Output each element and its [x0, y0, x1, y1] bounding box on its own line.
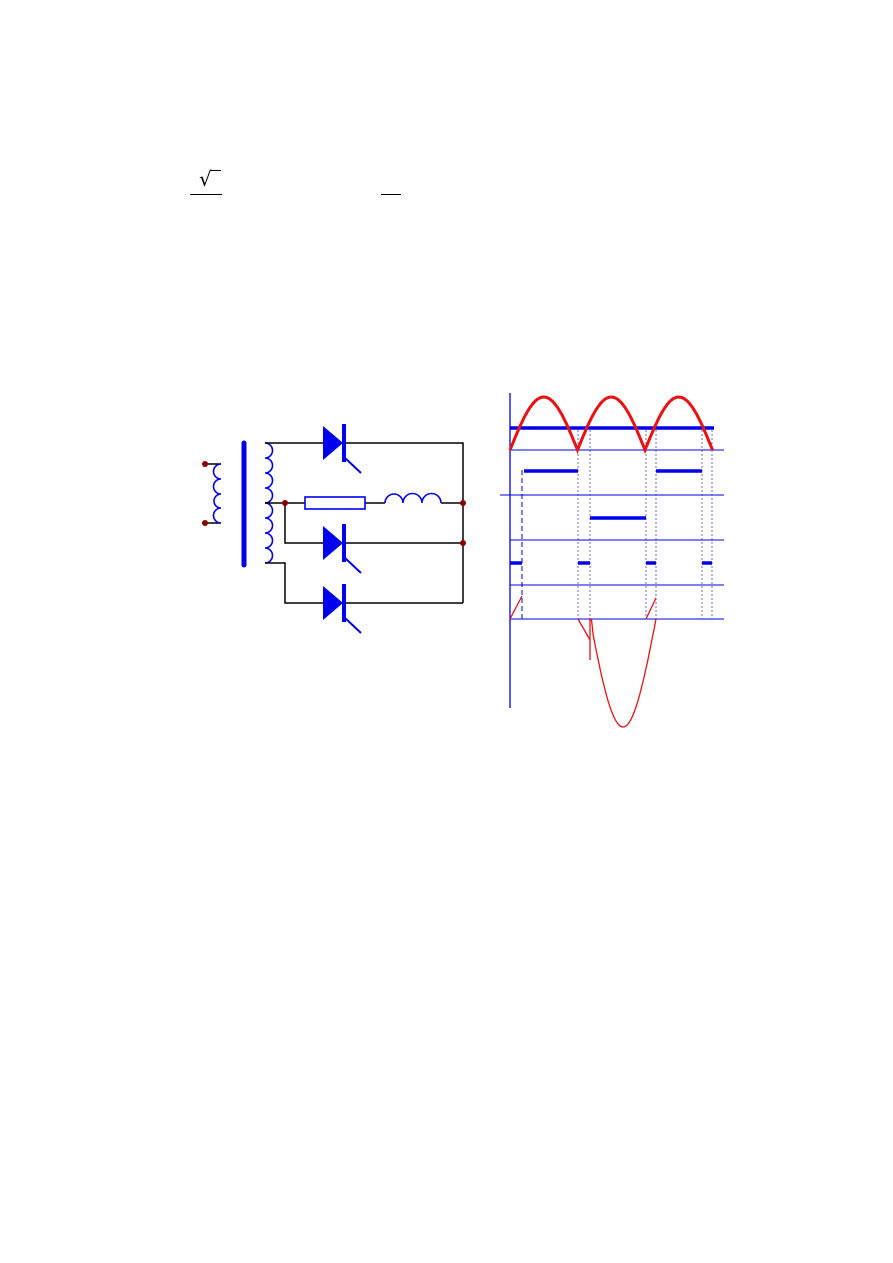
output-node-2	[460, 540, 466, 546]
load-resistor	[304, 496, 366, 510]
primary-terminal-top	[202, 461, 208, 467]
load-inductor	[384, 492, 442, 504]
transformer-primary	[205, 463, 222, 524]
sqrt-symbol: √	[199, 167, 212, 191]
primary-terminal-bottom	[202, 520, 208, 526]
thyristor-voltage-wave	[509, 595, 657, 728]
thyristor-2	[321, 522, 363, 575]
output-node-1	[460, 500, 466, 506]
thyristor-currents	[510, 469, 712, 565]
sqrt-overbar	[211, 170, 221, 171]
timing-gridlines	[577, 430, 713, 619]
fraction-bar-1	[190, 194, 222, 195]
thyristor-1	[321, 422, 363, 475]
circuit-diagram	[202, 422, 466, 635]
output-voltage-wave-outline	[509, 396, 713, 452]
fraction-bar-2	[381, 194, 401, 195]
output-voltage-wave	[508, 395, 714, 455]
center-tap-node	[282, 500, 288, 506]
baselines	[500, 449, 724, 620]
transformer-secondary	[264, 442, 274, 564]
circuit-wires	[265, 442, 464, 604]
waveform-diagram	[500, 393, 724, 728]
thyristor-3	[321, 582, 363, 635]
